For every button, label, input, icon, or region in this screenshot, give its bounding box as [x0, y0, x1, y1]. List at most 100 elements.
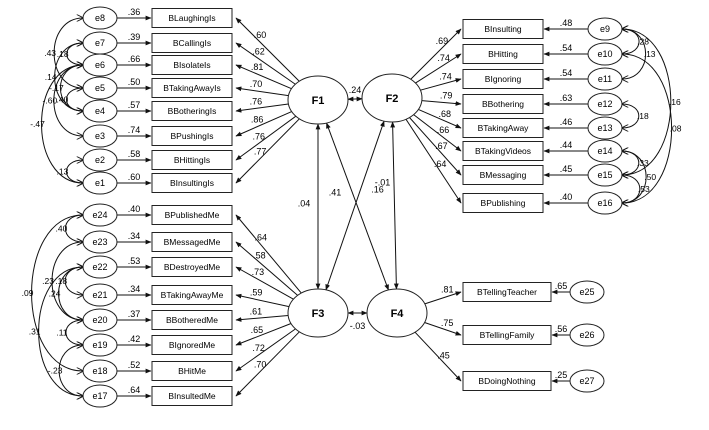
indicator-label: BHitting	[488, 49, 518, 59]
error-label: e13	[597, 123, 612, 133]
error-covariance-arc	[41, 65, 83, 183]
correlation-value: .16	[371, 185, 384, 195]
residual-value: .36	[128, 7, 141, 17]
loading-value: .58	[253, 250, 266, 260]
indicator-box	[462, 44, 544, 64]
indicator-label: BDoingNothing	[478, 376, 535, 386]
error-term	[587, 42, 623, 66]
error-term	[569, 280, 605, 304]
covariance-value: .50	[644, 172, 656, 182]
loading-value: .68	[439, 109, 452, 119]
loading-arrow	[420, 78, 462, 91]
error-label: e17	[92, 391, 107, 401]
loading-value: .60	[254, 30, 267, 40]
residual-value: .74	[128, 125, 141, 135]
error-label: e7	[95, 38, 105, 48]
loading-arrow	[235, 115, 297, 161]
factor-label: F1	[312, 95, 325, 107]
covariance-value: .24	[49, 289, 61, 299]
error-label: e26	[579, 330, 594, 340]
covariance-value: .31	[29, 327, 41, 337]
error-label: e27	[579, 376, 594, 386]
indicator-label: BDestroyedMe	[164, 262, 220, 272]
error-covariance-arc	[622, 151, 647, 203]
factor-correlation-arrow	[326, 122, 389, 291]
loading-value: .74	[439, 71, 452, 81]
error-term	[82, 333, 118, 357]
covariance-value: .09	[22, 288, 34, 298]
indicator-label: BPushingIs	[171, 131, 214, 141]
error-label: e5	[95, 83, 105, 93]
residual-value: .57	[128, 100, 141, 110]
correlation-value: .04	[298, 199, 311, 209]
error-covariance-arc	[58, 267, 83, 320]
covariance-value: .40	[57, 95, 69, 105]
error-label: e22	[92, 262, 107, 272]
residual-value: .53	[128, 256, 141, 266]
error-covariance-arc	[66, 160, 83, 183]
indicator-box	[151, 126, 233, 146]
loading-arrow	[415, 53, 462, 84]
loading-value: .64	[434, 159, 447, 169]
indicator-label: BBotheringIs	[168, 106, 217, 116]
indicator-box	[151, 257, 233, 277]
loading-value: .45	[437, 350, 450, 360]
covariance-value: .33	[637, 158, 649, 168]
covariance-value: .18	[637, 111, 649, 121]
error-term	[82, 99, 118, 123]
error-covariance-arc	[64, 267, 83, 295]
error-label: e23	[92, 237, 107, 247]
loading-arrow	[235, 214, 302, 294]
loading-value: .65	[251, 325, 264, 335]
loading-arrow	[235, 103, 289, 113]
indicator-box	[151, 310, 233, 330]
covariance-value: -.60	[43, 96, 58, 106]
indicator-box	[462, 69, 544, 89]
covariance-value: .43	[44, 48, 56, 58]
error-term	[587, 92, 623, 116]
residual-value: .66	[128, 54, 141, 64]
loading-value: .70	[250, 79, 263, 89]
covariance-value: -.17	[49, 83, 64, 93]
error-label: e19	[92, 340, 107, 350]
loading-value: .67	[435, 141, 448, 151]
loading-value: .70	[254, 360, 267, 370]
error-term	[82, 6, 118, 30]
error-label: e21	[92, 290, 107, 300]
residual-value: .64	[128, 385, 141, 395]
loading-arrow	[235, 315, 289, 322]
indicator-box	[151, 33, 233, 53]
loading-arrow	[421, 100, 462, 106]
indicator-label: BTakingVideos	[475, 146, 531, 156]
loading-value: .59	[250, 287, 263, 297]
indicator-box	[151, 101, 233, 121]
loading-arrow	[235, 17, 300, 82]
residual-value: .54	[560, 68, 573, 78]
covariance-value: .13	[644, 49, 656, 59]
indicator-box	[462, 165, 544, 185]
covariance-value: .28	[637, 37, 649, 47]
loading-value: .74	[437, 53, 450, 63]
indicator-label: BTakingAway	[478, 123, 530, 133]
residual-value: .37	[128, 309, 141, 319]
loading-arrow	[235, 293, 290, 308]
covariance-value: .18	[55, 276, 67, 286]
error-term	[82, 283, 118, 307]
residual-value: .39	[128, 32, 141, 42]
indicator-box	[151, 232, 233, 252]
residual-value: .65	[555, 281, 568, 291]
indicator-box	[462, 141, 544, 161]
loading-value: .72	[252, 343, 265, 353]
indicator-box	[151, 335, 233, 355]
indicator-label: BBothering	[482, 99, 524, 109]
indicator-label: BIsolateIs	[173, 60, 210, 70]
indicator-label: BTellingTeacher	[477, 287, 537, 297]
error-covariance-arc	[622, 54, 672, 203]
indicator-label: BPublishing	[481, 198, 526, 208]
loading-arrow	[424, 291, 462, 305]
residual-value: .63	[560, 93, 573, 103]
indicator-label: BPublishedMe	[165, 210, 220, 220]
indicator-label: BTakingAwayIs	[163, 83, 220, 93]
error-term	[82, 230, 118, 254]
indicator-box	[151, 8, 233, 28]
